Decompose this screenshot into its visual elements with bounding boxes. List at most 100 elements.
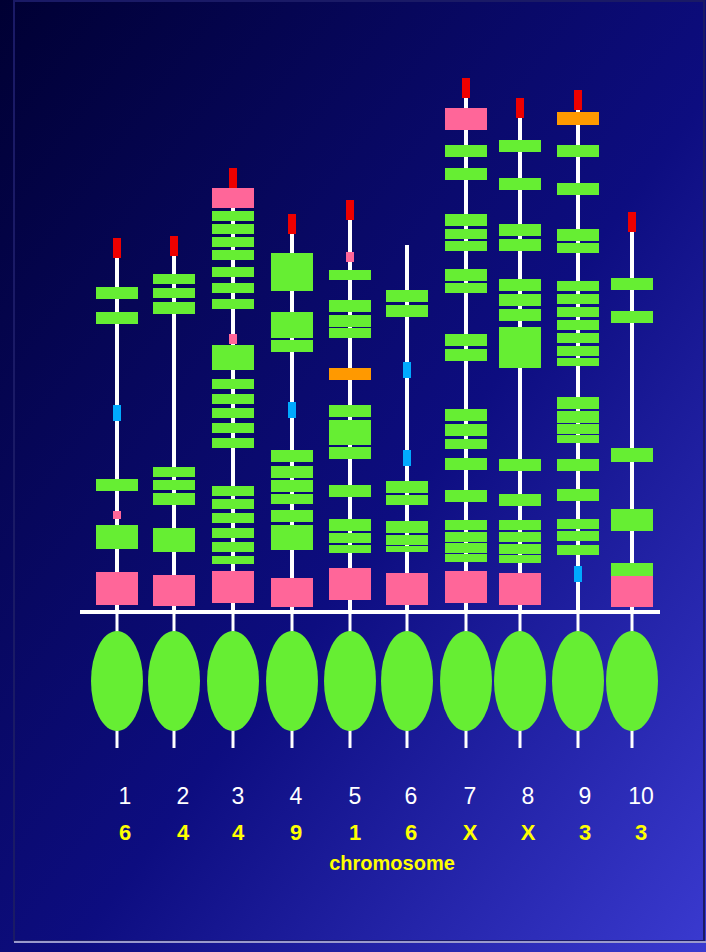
gene-band	[271, 466, 313, 478]
gene-band	[574, 566, 582, 582]
gene-band	[212, 237, 254, 247]
gene-band	[329, 447, 371, 459]
gene-band	[499, 279, 541, 291]
gene-band	[212, 267, 254, 277]
chromosome-number: 6	[119, 822, 131, 844]
telomere-cap	[346, 200, 354, 220]
gene-band	[499, 532, 541, 542]
gene-band	[557, 531, 599, 541]
axis-caption: chromosome	[329, 853, 455, 873]
gene-band	[288, 402, 296, 418]
gene-band	[113, 511, 121, 519]
chromosome-index: 3	[232, 785, 245, 808]
gene-band	[557, 424, 599, 434]
gene-band	[557, 411, 599, 423]
gene-band	[499, 294, 541, 306]
gene-band	[499, 573, 541, 605]
gene-band	[557, 320, 599, 330]
gene-band	[445, 269, 487, 281]
gene-band	[212, 423, 254, 433]
gene-band	[445, 283, 487, 293]
gene-band	[153, 467, 195, 477]
gene-band	[329, 420, 371, 445]
chromosome-arm	[630, 214, 634, 612]
gene-band	[212, 188, 254, 208]
gene-band	[271, 494, 313, 504]
gene-band	[445, 168, 487, 180]
gene-band	[153, 493, 195, 505]
gene-band	[557, 333, 599, 343]
gene-band	[329, 270, 371, 280]
gene-band	[212, 499, 254, 509]
chromosome	[148, 236, 200, 748]
gene-band	[212, 528, 254, 538]
gene-band	[557, 489, 599, 501]
gene-band	[329, 405, 371, 417]
centromere-ellipse	[207, 631, 259, 731]
gene-band	[153, 575, 195, 606]
gene-band	[346, 252, 354, 262]
gene-band	[557, 229, 599, 241]
gene-band	[329, 545, 371, 553]
gene-band	[271, 480, 313, 492]
gene-band	[153, 302, 195, 314]
chromosome-number: 6	[405, 822, 417, 844]
gene-band	[557, 281, 599, 291]
gene-band	[386, 305, 428, 317]
centromere-ellipse	[606, 631, 658, 731]
chromosome	[91, 238, 143, 748]
chromosome-index: 4	[290, 785, 303, 808]
gene-band	[212, 486, 254, 496]
gene-band	[329, 368, 371, 380]
gene-band	[329, 300, 371, 312]
chromosome	[207, 168, 259, 748]
chromosome	[606, 212, 658, 748]
gene-band	[557, 346, 599, 356]
gene-band	[212, 345, 254, 370]
gene-band	[445, 108, 487, 130]
gene-band	[445, 241, 487, 251]
gene-band	[557, 307, 599, 317]
gene-band	[271, 510, 313, 522]
chromosome-index: 2	[177, 785, 190, 808]
gene-band	[212, 542, 254, 552]
gene-band	[445, 490, 487, 502]
gene-band	[557, 145, 599, 157]
chromosome-index: 7	[464, 785, 477, 808]
gene-band	[96, 525, 138, 549]
chromosome	[381, 245, 433, 748]
telomere-cap	[574, 90, 582, 110]
gene-band	[212, 283, 254, 293]
centromere-ellipse	[91, 631, 143, 731]
gene-band	[611, 576, 653, 607]
gene-band	[611, 563, 653, 576]
gene-band	[611, 448, 653, 462]
gene-band	[212, 571, 254, 603]
gene-band	[499, 327, 541, 368]
telomere-cap	[516, 98, 524, 118]
gene-band	[611, 509, 653, 521]
telomere-cap	[113, 238, 121, 258]
gene-band	[445, 229, 487, 239]
gene-band	[445, 349, 487, 361]
gene-band	[445, 409, 487, 421]
gene-band	[445, 145, 487, 157]
gene-band	[611, 278, 653, 290]
gene-band	[271, 312, 313, 338]
frame	[14, 1, 704, 941]
gene-band	[499, 459, 541, 471]
gene-band	[445, 214, 487, 226]
telomere-cap	[170, 236, 178, 256]
gene-band	[229, 334, 237, 344]
chromosome-index: 5	[349, 785, 362, 808]
centromere-ellipse	[494, 631, 546, 731]
gene-band	[153, 480, 195, 490]
chromosome	[324, 200, 376, 748]
chromosome-number: 4	[177, 822, 189, 844]
gene-band	[611, 521, 653, 531]
baseline	[80, 610, 660, 614]
gene-band	[96, 572, 138, 605]
gene-band	[96, 479, 138, 491]
gene-band	[113, 405, 121, 421]
